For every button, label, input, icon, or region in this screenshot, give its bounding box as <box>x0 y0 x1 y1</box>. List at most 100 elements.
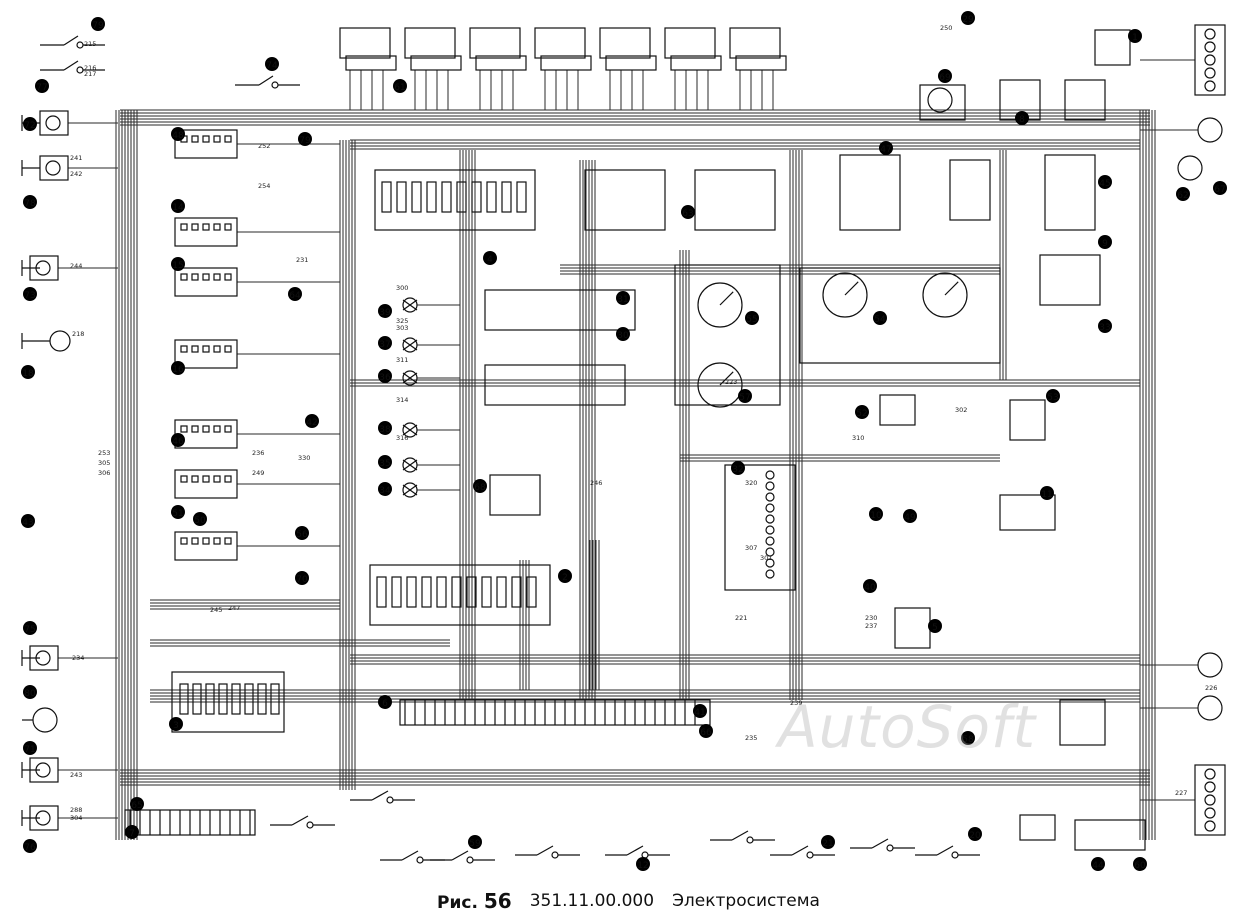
label-circle <box>378 369 392 383</box>
component-label: 54 <box>874 315 886 325</box>
component-label: 68 <box>474 483 486 493</box>
fuse <box>218 683 228 715</box>
label-circle <box>23 195 37 209</box>
switch-terminal <box>765 470 775 480</box>
switch-contact <box>76 66 84 74</box>
component-label: 33 <box>1099 323 1110 333</box>
label-circle <box>125 825 139 839</box>
switch-blade <box>871 838 889 849</box>
label-circle <box>636 857 650 871</box>
relay-terminals <box>410 55 462 71</box>
relay-contact <box>180 223 188 231</box>
label-circle <box>1091 857 1105 871</box>
fuse <box>526 576 537 608</box>
label-circle <box>616 291 630 305</box>
switch-blade <box>626 845 644 856</box>
component-label: 4 <box>487 255 493 265</box>
figure-caption: Рис. 56 351.11.00.000 Электросистема <box>0 884 1257 917</box>
switch-contact <box>551 851 559 859</box>
component-label: 55 <box>746 315 757 325</box>
fuse <box>391 576 402 608</box>
wire-label: 247 <box>228 604 240 612</box>
lamp <box>1204 28 1216 40</box>
label-circle <box>23 741 37 755</box>
switch-blade <box>401 850 419 861</box>
relay-contact <box>213 537 221 545</box>
label-circle <box>193 512 207 526</box>
fuse-block-4 <box>374 169 536 231</box>
component-label: 62 <box>1177 191 1188 201</box>
component-label: 78 <box>24 199 36 209</box>
relay-contact <box>202 475 210 483</box>
component-label: 34 <box>379 486 391 496</box>
switch-terminal <box>765 525 775 535</box>
label-circle <box>938 69 952 83</box>
wire-label: 252 <box>258 142 270 150</box>
relay-contact <box>213 425 221 433</box>
component-label: 1 <box>1132 33 1138 43</box>
label-circle <box>928 619 942 633</box>
motor <box>927 87 953 113</box>
component-label: 29 <box>962 15 974 25</box>
relay-53 <box>1009 399 1046 441</box>
gauge-panel <box>674 264 781 406</box>
wire-label: 301 <box>760 554 772 562</box>
component-label: 73 <box>24 291 35 301</box>
fuse <box>426 181 437 213</box>
relay-1 <box>1019 814 1056 841</box>
lamp <box>45 115 61 131</box>
component-label: 20 <box>969 831 981 841</box>
component-label: 59 <box>469 839 481 849</box>
label-circle <box>23 287 37 301</box>
switch-blade <box>63 60 79 71</box>
lamp-cross <box>402 372 418 384</box>
component-label: 7 <box>129 829 135 839</box>
component-label: 69 <box>939 73 951 83</box>
wire-label: 244 <box>70 262 82 270</box>
relay-contact <box>180 537 188 545</box>
fuse <box>244 683 254 715</box>
label-circle <box>821 835 835 849</box>
label-circle <box>869 507 883 521</box>
label-circle <box>558 569 572 583</box>
switch-contact <box>806 851 814 859</box>
lamp <box>1204 80 1216 92</box>
component-label: 18 <box>22 369 34 379</box>
fuse <box>501 181 512 213</box>
relay-contact <box>224 135 232 143</box>
relay-block <box>174 531 238 561</box>
figure-num: 56 <box>483 888 512 913</box>
indicator-lamp <box>402 337 418 353</box>
wire-label: 215 <box>84 40 96 48</box>
component-label: 57 <box>739 393 750 403</box>
lamp-cross <box>402 459 418 471</box>
relay <box>469 27 521 59</box>
component-label: 8 <box>1019 115 1025 125</box>
relay-9 <box>1039 254 1101 306</box>
lamp <box>1204 41 1216 53</box>
relay-terminals <box>475 55 527 71</box>
relay-block <box>174 129 238 159</box>
component-label: 30 <box>617 331 629 341</box>
relay-contact <box>180 273 188 281</box>
label-circle <box>378 455 392 469</box>
component-label: 48 <box>172 131 184 141</box>
relay-contact <box>202 223 210 231</box>
lamp <box>1204 54 1216 66</box>
label-circle <box>961 11 975 25</box>
label-circle <box>1098 235 1112 249</box>
indicator-lamp <box>402 297 418 313</box>
relay-contact <box>213 273 221 281</box>
label-circle <box>731 461 745 475</box>
switch-contact <box>386 796 394 804</box>
component-label: 74 <box>266 61 278 71</box>
label-circle <box>468 835 482 849</box>
component-label: 15 <box>172 261 183 271</box>
label-circle <box>171 127 185 141</box>
label-circle <box>378 695 392 709</box>
label-circle <box>378 304 392 318</box>
relay-68 <box>489 474 541 516</box>
wire-label: 218 <box>72 330 84 338</box>
switch-47 <box>839 154 901 231</box>
fuse <box>466 576 477 608</box>
